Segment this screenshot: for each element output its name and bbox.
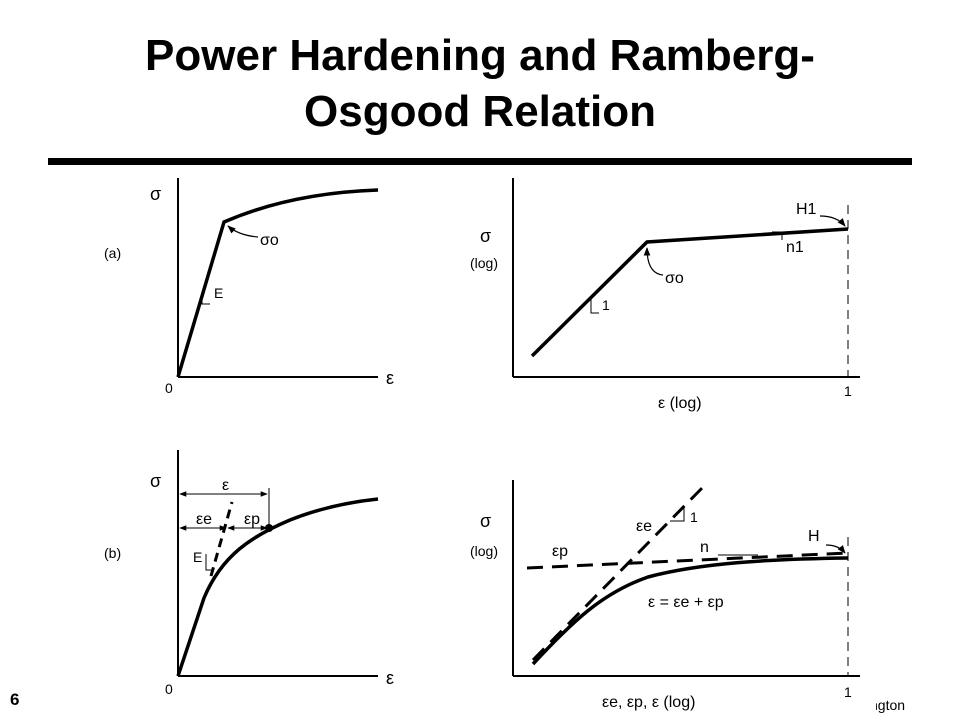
- panel-a-yield-label: σo: [260, 232, 279, 249]
- panel-b-log-exponent-label: n: [700, 539, 709, 556]
- panel-a-log-y-axis-label: σ: [480, 226, 491, 246]
- panel-b-log: σ (log) εe, εp, ε (log) εe 1 εp n H ε = …: [470, 480, 860, 711]
- panel-b-slope-triangle: [205, 554, 212, 571]
- panel-a-log-x-tick-label: 1: [844, 383, 852, 399]
- panel-b-log-plastic-label: εp: [552, 543, 568, 560]
- panel-a-origin-label: 0: [165, 380, 173, 396]
- panel-a-log-exponent-triangle: [772, 231, 783, 240]
- panel-a-log-yield-leader: [643, 247, 664, 276]
- panel-a-log-y-axis-sublabel: (log): [470, 255, 498, 271]
- panel-b-elastic-dashed-line: [209, 501, 234, 577]
- panel-b-stress-strain-curve: [176, 497, 379, 677]
- panel-b-log-y-axis-sublabel: (log): [470, 543, 498, 559]
- panel-b-log-equation-label: ε = εe + εp: [648, 594, 724, 611]
- slide-number: 6: [10, 690, 20, 709]
- panel-a-log-coeff-leader: [819, 215, 846, 227]
- panel-b-linear: (b) σ ε 0 ε εe εp E: [104, 450, 394, 697]
- panel-b-log-elastic-label: εe: [636, 518, 652, 535]
- panel-b-origin-label: 0: [165, 681, 173, 697]
- panel-b-log-elastic-dashed-line: [531, 482, 708, 662]
- panel-b-elastic-strain-label: εe: [196, 511, 212, 528]
- panel-a-modulus-label: E: [214, 285, 223, 301]
- panel-a-log: σ (log) ε (log) 1 σo H1 n1 1: [470, 178, 860, 412]
- panel-b-log-coeff-leader: [825, 544, 846, 554]
- panel-b-log-coeff-label: H: [808, 528, 820, 545]
- footer-credit: ngton: [876, 697, 906, 713]
- panel-b-plastic-strain-label: εp: [244, 511, 260, 528]
- panel-a-log-curve: [530, 227, 849, 358]
- panel-b-log-x-tick-label: 1: [844, 684, 852, 700]
- panel-a-slope-triangle: [201, 300, 210, 305]
- panel-b-log-x-axis-label: εe, εp, ε (log): [602, 694, 695, 711]
- panel-b-label: (b): [104, 545, 121, 561]
- slide-title-line-1: Power Hardening and Ramberg-: [145, 31, 815, 80]
- panel-b-total-strain-label: ε: [222, 477, 229, 494]
- panel-a-x-axis-label: ε: [386, 368, 394, 388]
- slide-title: Power Hardening and Ramberg- Osgood Rela…: [0, 28, 960, 140]
- panel-a-log-yield-label: σo: [665, 270, 684, 287]
- panel-b-y-axis-label: σ: [150, 471, 161, 491]
- panel-a-stress-strain-curve: [176, 188, 379, 378]
- panel-a-log-slope-triangle: [590, 297, 599, 314]
- panel-b-log-total-curve: [531, 556, 849, 666]
- panel-b-x-axis-label: ε: [386, 668, 394, 688]
- panel-b-log-y-axis-label: σ: [480, 511, 491, 531]
- panel-a-y-axis-label: σ: [150, 184, 161, 204]
- panel-a-yield-leader: [227, 225, 259, 238]
- panel-a-linear: (a) σ ε 0 E σo: [104, 178, 394, 396]
- slide-title-line-2: Osgood Relation: [304, 87, 656, 136]
- panel-b-log-elastic-slope-label: 1: [690, 509, 698, 525]
- panel-a-log-x-axis-label: ε (log): [658, 395, 702, 412]
- panel-a-log-coeff-label: H1: [796, 201, 817, 218]
- panel-b-log-elastic-slope-triangle: [670, 508, 685, 522]
- panel-a-log-exponent-label: n1: [786, 239, 804, 256]
- panel-b-log-plastic-dashed-line: [526, 551, 849, 570]
- panel-a-log-slope-label: 1: [602, 297, 610, 313]
- title-underline: [48, 158, 912, 165]
- panel-a-label: (a): [104, 245, 121, 261]
- panel-b-modulus-label: E: [193, 549, 202, 565]
